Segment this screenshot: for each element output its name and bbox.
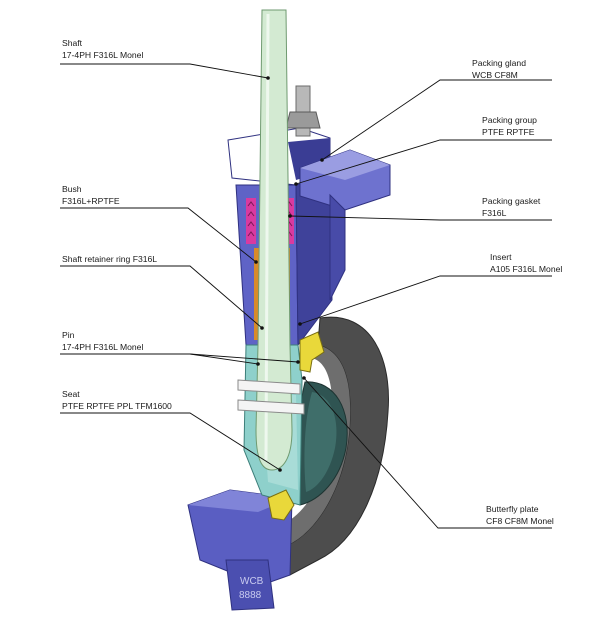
leader-shaft-retainer-dot bbox=[260, 326, 264, 330]
gland-flange-top bbox=[300, 150, 390, 180]
label-shaft-retainer-name: Shaft retainer ring F316L bbox=[62, 254, 157, 264]
label-butterfly-plate-name: Butterfly plate bbox=[486, 504, 539, 514]
label-packing-group-name: Packing group bbox=[482, 115, 537, 125]
leader-packing-gasket bbox=[289, 215, 552, 221]
label-seat-name: Seat bbox=[62, 389, 80, 399]
packing-gasket-left bbox=[246, 198, 256, 244]
leader-lines bbox=[60, 63, 552, 529]
nut bbox=[285, 111, 321, 129]
leader-packing-group bbox=[295, 139, 552, 185]
leader-seat-dot bbox=[278, 468, 282, 472]
label-pin-material: 17-4PH F316L Monel bbox=[62, 342, 143, 352]
bush-left bbox=[254, 248, 259, 340]
shaft-highlight bbox=[264, 13, 270, 461]
body-marking-line1: WCB bbox=[240, 576, 264, 587]
leader-butterfly-plate bbox=[303, 377, 552, 529]
leader-butterfly-plate-dot bbox=[302, 376, 306, 380]
leader-bush bbox=[60, 207, 257, 263]
leader-insert-dot bbox=[298, 322, 302, 326]
leader-insert bbox=[299, 275, 552, 325]
pin-upper bbox=[237, 379, 301, 395]
leader-pin-dot-2 bbox=[296, 360, 300, 364]
body-marking-line2: 8888 bbox=[239, 590, 262, 601]
leader-shaft bbox=[60, 63, 269, 79]
label-packing-gland-material: WCB CF8M bbox=[472, 70, 518, 80]
insert-lower bbox=[267, 489, 295, 521]
leader-pin-branch bbox=[189, 353, 299, 363]
leader-pin bbox=[60, 353, 259, 365]
label-bush-name: Bush bbox=[62, 184, 82, 194]
insert-upper bbox=[299, 331, 325, 373]
pin-lower bbox=[237, 399, 305, 415]
label-seat-material: PTFE RPTFE PPL TFM1600 bbox=[62, 401, 172, 411]
label-packing-gasket-material: F316L bbox=[482, 208, 507, 218]
leader-packing-gland-dot bbox=[320, 158, 324, 162]
leader-seat bbox=[60, 412, 281, 471]
leader-packing-group-dot bbox=[294, 182, 298, 186]
butterfly-disc-face bbox=[304, 392, 337, 492]
leader-packing-gland bbox=[321, 79, 552, 161]
label-insert-material: A105 F316L Monel bbox=[490, 264, 562, 274]
label-pin-name: Pin bbox=[62, 330, 75, 340]
label-packing-group-material: PTFE RPTFE bbox=[482, 127, 535, 137]
valve-illustration: WCB 8888 bbox=[187, 9, 391, 611]
label-bush-material: F316L+RPTFE bbox=[62, 196, 120, 206]
label-packing-gland-name: Packing gland bbox=[472, 58, 526, 68]
label-shaft-material: 17-4PH F316L Monel bbox=[62, 50, 143, 60]
leader-bush-dot bbox=[254, 260, 258, 264]
body-foot bbox=[225, 559, 275, 611]
leader-shaft-retainer bbox=[60, 265, 263, 329]
labels: Shaft 17-4PH F316L Monel Packing gland W… bbox=[62, 38, 562, 526]
label-insert-name: Insert bbox=[490, 252, 512, 262]
label-shaft-name: Shaft bbox=[62, 38, 83, 48]
leader-packing-gasket-dot bbox=[288, 214, 292, 218]
leader-shaft-dot bbox=[266, 76, 270, 80]
label-packing-gasket-name: Packing gasket bbox=[482, 196, 541, 206]
leader-pin-dot-1 bbox=[256, 362, 260, 366]
gland-bracket bbox=[329, 193, 346, 301]
label-butterfly-plate-material: CF8 CF8M Monel bbox=[486, 516, 554, 526]
